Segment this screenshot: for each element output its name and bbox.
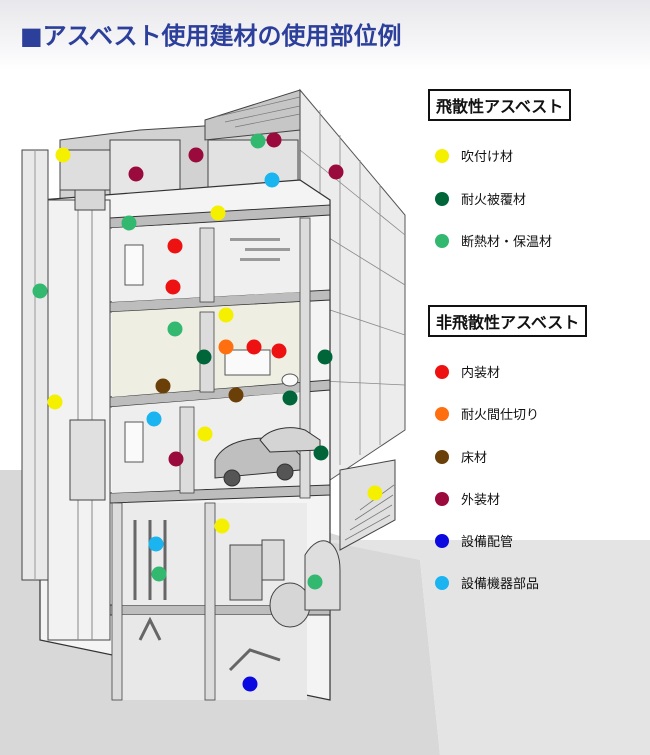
legend-label: 外装材 bbox=[461, 493, 501, 508]
fire-partition-color-swatch bbox=[435, 406, 449, 421]
nonfriable-legend-header: 非飛散性アスベスト bbox=[428, 305, 588, 337]
legend-item-spray: 吹付け材 bbox=[435, 146, 513, 165]
legend-label: 設備機器部品 bbox=[461, 577, 540, 592]
legend-label: 床材 bbox=[461, 451, 488, 466]
interior-color-swatch bbox=[435, 364, 449, 379]
building-cutaway-illustration bbox=[0, 88, 650, 755]
legend-item-insulation: 断熱材・保温材 bbox=[435, 231, 552, 250]
friable-legend-header: 飛散性アスベスト bbox=[428, 89, 572, 121]
legend-item-piping: 設備配管 bbox=[435, 531, 513, 550]
legend-item-fire-partition: 耐火間仕切り bbox=[435, 404, 539, 423]
legend-item-flooring: 床材 bbox=[435, 447, 487, 466]
legend-label: 設備配管 bbox=[461, 535, 514, 550]
legend-label: 断熱材・保温材 bbox=[461, 235, 553, 250]
flooring-color-swatch bbox=[435, 449, 449, 464]
legend-item-exterior: 外装材 bbox=[435, 489, 500, 508]
legend-item-interior: 内装材 bbox=[435, 362, 500, 381]
insulation-color-swatch bbox=[435, 233, 449, 248]
legend-item-fireproof-coating: 耐火被覆材 bbox=[435, 189, 526, 208]
page-title: ■アスベスト使用建材の使用部位例 bbox=[20, 22, 402, 50]
legend-label: 内装材 bbox=[461, 366, 501, 381]
legend-item-equipment-parts: 設備機器部品 bbox=[435, 573, 539, 592]
piping-color-swatch bbox=[435, 533, 449, 548]
legend-label: 耐火間仕切り bbox=[461, 408, 540, 423]
fireproof-coating-color-swatch bbox=[435, 191, 449, 206]
legend-label: 耐火被覆材 bbox=[461, 193, 527, 208]
legend-label: 吹付け材 bbox=[461, 150, 514, 165]
title-bar bbox=[0, 0, 650, 70]
spray-color-swatch bbox=[435, 148, 449, 163]
equipment-parts-color-swatch bbox=[435, 575, 449, 590]
exterior-color-swatch bbox=[435, 491, 449, 506]
